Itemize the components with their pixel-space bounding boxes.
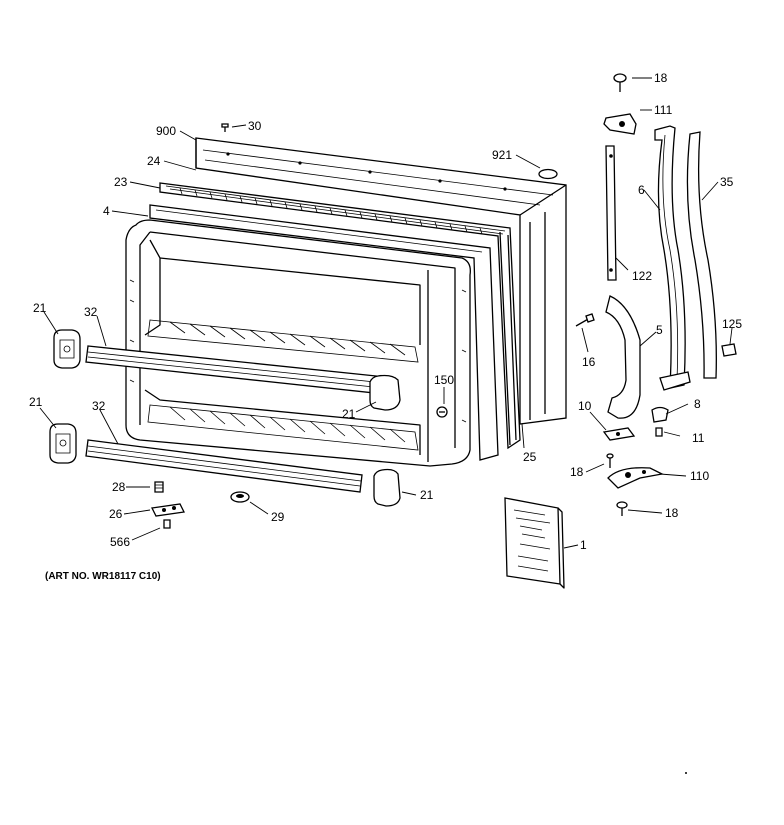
callout-29: 29 bbox=[271, 510, 285, 524]
screw-11 bbox=[655, 427, 663, 437]
callout-900: 900 bbox=[156, 124, 176, 138]
callout-21-mid: 21 bbox=[342, 407, 356, 421]
callout-30: 30 bbox=[248, 119, 262, 133]
callout-25: 25 bbox=[523, 450, 537, 464]
callout-6: 6 bbox=[638, 183, 645, 197]
callout-21-upper-left: 21 bbox=[33, 301, 47, 315]
hinge-cap-111 bbox=[603, 113, 637, 135]
shelf-end-cap-upper-left bbox=[53, 329, 81, 369]
callout-4: 4 bbox=[103, 204, 110, 218]
callout-21-lower-right: 21 bbox=[420, 488, 434, 502]
handle-trim-35 bbox=[686, 131, 717, 379]
handle-6 bbox=[654, 125, 691, 391]
washer-8 bbox=[651, 406, 669, 423]
door-liner bbox=[125, 219, 471, 467]
hinge-pin-18-bottom bbox=[616, 501, 628, 516]
callout-32-upper: 32 bbox=[84, 305, 98, 319]
callout-122: 122 bbox=[632, 269, 652, 283]
plug-29 bbox=[230, 491, 250, 503]
callout-labels: 18 111 30 900 921 24 23 6 35 4 122 21 32… bbox=[29, 71, 742, 552]
callout-11: 11 bbox=[692, 431, 705, 445]
callout-8: 8 bbox=[694, 397, 701, 411]
shelf-bar-upper bbox=[85, 345, 401, 411]
callout-21-lower-left: 21 bbox=[29, 395, 43, 409]
hinge-pin-18-top bbox=[613, 73, 627, 92]
callout-32-lower: 32 bbox=[92, 399, 106, 413]
shelf-bar-lower bbox=[85, 439, 401, 507]
screw-30 bbox=[221, 123, 229, 132]
speck-mark bbox=[685, 772, 687, 774]
plug-125 bbox=[721, 343, 737, 357]
art-number-caption: (ART NO. WR18117 C10) bbox=[45, 571, 161, 582]
bracket-10 bbox=[602, 427, 636, 441]
callout-110: 110 bbox=[690, 469, 709, 483]
callout-18-bottom: 18 bbox=[665, 506, 679, 520]
instruction-booklet bbox=[504, 497, 565, 589]
callout-10: 10 bbox=[578, 399, 592, 413]
door-gasket bbox=[159, 182, 521, 450]
screw-150 bbox=[436, 406, 448, 418]
door-outer-panel bbox=[195, 137, 567, 425]
callout-5: 5 bbox=[656, 323, 663, 337]
callout-26: 26 bbox=[109, 507, 123, 521]
callout-18-top: 18 bbox=[654, 71, 668, 85]
screw-16 bbox=[575, 313, 595, 327]
callout-111: 111 bbox=[654, 103, 673, 117]
screw-566 bbox=[163, 519, 171, 529]
leader-lines bbox=[39, 77, 733, 549]
hinge-pin-18-mid bbox=[606, 453, 614, 468]
callout-18-mid: 18 bbox=[570, 465, 584, 479]
callout-24: 24 bbox=[147, 154, 161, 168]
callout-1: 1 bbox=[580, 538, 587, 552]
door-stop-122 bbox=[605, 145, 617, 281]
callout-35: 35 bbox=[720, 175, 734, 189]
callout-566: 566 bbox=[110, 535, 130, 549]
callout-28: 28 bbox=[112, 480, 126, 494]
callout-125: 125 bbox=[722, 317, 742, 331]
breaker-strip bbox=[149, 204, 499, 461]
shelf-end-cap-lower-left bbox=[49, 423, 77, 464]
hinge-bottom-110 bbox=[607, 467, 665, 489]
hinge-cover-5 bbox=[605, 295, 641, 419]
bracket-26 bbox=[151, 503, 185, 517]
callout-150: 150 bbox=[434, 373, 454, 387]
callout-921: 921 bbox=[492, 148, 512, 162]
callout-16: 16 bbox=[582, 355, 596, 369]
callout-23: 23 bbox=[114, 175, 128, 189]
screw-28 bbox=[154, 481, 164, 493]
